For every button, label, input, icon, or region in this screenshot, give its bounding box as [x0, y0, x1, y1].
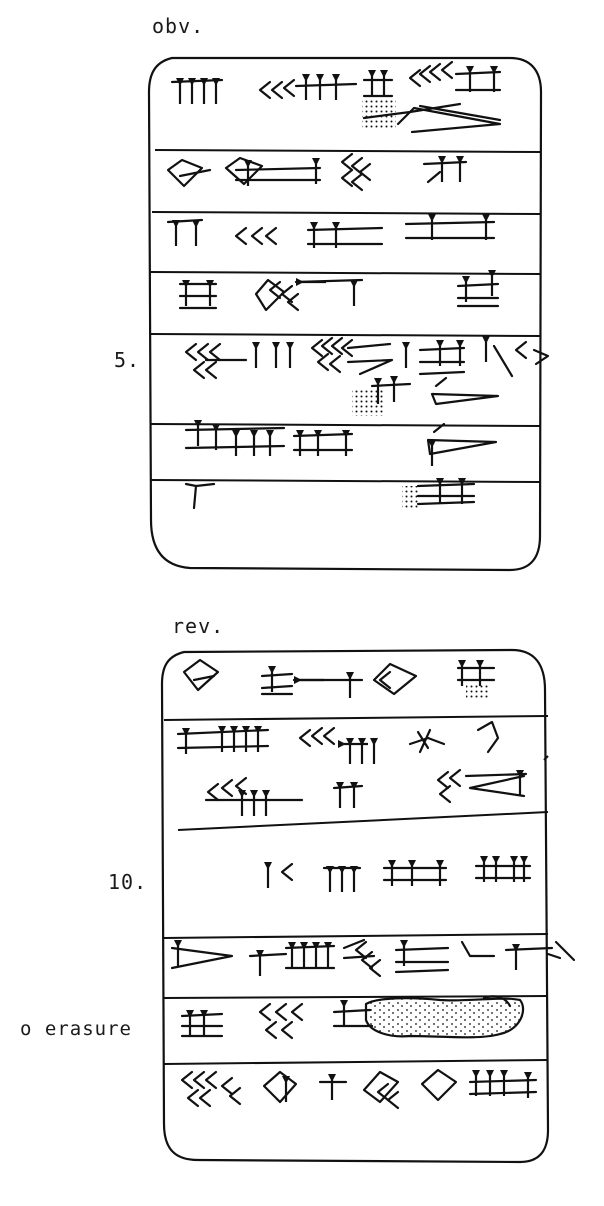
obv-line-2-signs: [166, 152, 468, 192]
rev-line-11-signs: [170, 938, 576, 978]
obv-line-6-signs: [184, 418, 498, 468]
obv-line-4-signs: [178, 268, 500, 312]
obv-line-7-signs: [184, 476, 476, 510]
rev-line-8-signs: [182, 658, 496, 700]
obv-line-3-signs: [166, 212, 496, 250]
obv-line-1-signs: [170, 60, 502, 134]
reverse-tablet: [160, 648, 576, 1164]
obverse-tablet: [147, 56, 550, 572]
erasure-area: [364, 997, 525, 1039]
rev-line-10-signs: [262, 854, 532, 894]
line-number-10: 10.: [108, 870, 148, 894]
erasure-note: o erasure: [20, 1018, 132, 1040]
obverse-label: obv.: [152, 14, 205, 38]
reverse-label: rev.: [172, 614, 225, 638]
line-number-5: 5.: [114, 348, 141, 372]
obv-line-5-signs: [184, 334, 550, 416]
rev-line-12-signs: [180, 995, 525, 1040]
rev-line-9-signs: [176, 720, 528, 818]
rev-line-13-signs: [180, 1068, 538, 1110]
